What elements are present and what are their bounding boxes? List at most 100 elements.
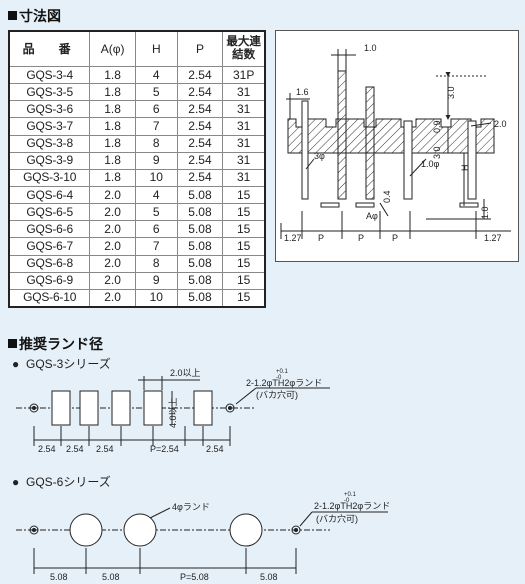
housing-body xyxy=(287,118,495,154)
pin-3 xyxy=(365,86,375,200)
dim-1-0-phi: 1.0φ xyxy=(421,159,440,169)
p-cell: 2.54 xyxy=(176,168,224,187)
dimension-drawing-svg: 1.0 1.6 3.0 2.0 0.9 3.0 3φ 1.0φ H 0.4 Aφ… xyxy=(280,43,511,243)
square-bullet-icon xyxy=(8,339,17,348)
gqs3-label-4-0: 4.0以上 xyxy=(168,397,178,428)
header-h: H xyxy=(134,30,178,67)
a-phi-cell: 1.8 xyxy=(89,134,136,153)
max-connection-cell: 15 xyxy=(222,271,266,290)
h-cell: 10 xyxy=(134,168,178,187)
h-cell: 8 xyxy=(134,254,178,273)
table-header-row: 品 番 A(φ) H P 最大連結数 xyxy=(8,30,266,67)
part-number-cell: GQS-3-10 xyxy=(8,168,91,187)
square-bullet-icon xyxy=(8,11,17,20)
max-connection-cell: 31P xyxy=(222,65,266,85)
p-cell: 2.54 xyxy=(176,83,224,102)
p-cell: 2.54 xyxy=(176,65,224,85)
gqs3-pitch-1: 2.54 xyxy=(38,444,56,454)
pin-5 xyxy=(467,120,477,200)
part-number-cell: GQS-3-7 xyxy=(8,117,91,136)
gqs6-tol-plus: +0.1 xyxy=(344,492,357,498)
dim-1-27-left: 1.27 xyxy=(284,233,302,243)
gqs6-drawing xyxy=(16,507,388,574)
part-number-cell: GQS-3-9 xyxy=(8,151,91,170)
dimension-drawing: 1.0 1.6 3.0 2.0 0.9 3.0 3φ 1.0φ H 0.4 Aφ… xyxy=(275,30,519,262)
h-cell: 4 xyxy=(134,65,178,85)
a-phi-cell: 1.8 xyxy=(89,83,136,102)
gqs3-land-4 xyxy=(143,390,163,426)
a-phi-cell: 1.8 xyxy=(89,65,136,85)
header-a-phi: A(φ) xyxy=(89,30,136,67)
drawing-labels: 1.0 1.6 3.0 2.0 0.9 3.0 3φ 1.0φ H 0.4 Aφ… xyxy=(284,43,507,243)
gqs6-land-label: 4φランド xyxy=(172,502,210,512)
max-connection-cell: 31 xyxy=(222,168,266,187)
p-cell: 2.54 xyxy=(176,134,224,153)
max-connection-cell: 31 xyxy=(222,117,266,136)
dim-h: H xyxy=(460,165,470,172)
land-section-title: 推奨ランド径 xyxy=(8,334,103,354)
dimension-section-title: 寸法図 xyxy=(8,6,61,26)
gqs6-group: ● GQS-6シリーズ xyxy=(12,474,111,489)
h-cell: 6 xyxy=(134,100,178,119)
part-number-cell: GQS-6-8 xyxy=(8,254,91,273)
gqs3-title: GQS-3シリーズ xyxy=(26,356,111,371)
p-cell: 5.08 xyxy=(176,271,224,290)
h-cell: 10 xyxy=(134,288,178,308)
part-number-cell: GQS-6-9 xyxy=(8,271,91,290)
gqs3-land-3 xyxy=(111,390,131,426)
a-phi-cell: 2.0 xyxy=(89,237,136,256)
part-number-cell: GQS-3-5 xyxy=(8,83,91,102)
h-cell: 5 xyxy=(134,83,178,102)
h-cell: 7 xyxy=(134,117,178,136)
gqs3-labels: 2.0以上 4.0以上 2-1.2φTH2φランド +0.1 -0 (バカ穴可)… xyxy=(38,368,322,454)
max-connection-cell: 31 xyxy=(222,83,266,102)
dim-1-6: 1.6 xyxy=(296,87,309,97)
gqs6-mount-hole-left xyxy=(29,525,39,535)
gqs6-title: GQS-6シリーズ xyxy=(26,474,111,489)
p-cell: 5.08 xyxy=(176,288,224,308)
gqs3-tol-plus: +0.1 xyxy=(276,369,289,375)
header-part-number: 品 番 xyxy=(8,30,91,67)
gqs3-bullet-icon: ● xyxy=(12,357,19,371)
pin-2 xyxy=(337,70,347,200)
dim-p-2: P xyxy=(358,233,364,243)
foot-1 xyxy=(320,202,340,208)
pin-1 xyxy=(301,100,309,200)
max-connection-cell: 31 xyxy=(222,100,266,119)
p-cell: 2.54 xyxy=(176,117,224,136)
part-number-cell: GQS-6-4 xyxy=(8,185,91,205)
max-connection-cell: 15 xyxy=(222,203,266,222)
h-cell: 7 xyxy=(134,237,178,256)
part-number-cell: GQS-6-6 xyxy=(8,220,91,239)
a-phi-cell: 2.0 xyxy=(89,254,136,273)
dim-0-9: 0.9 xyxy=(432,120,442,133)
drawing-lines xyxy=(280,49,511,239)
gqs6-pitch-1: 5.08 xyxy=(50,572,68,582)
header-max-connection-text: 最大連結数 xyxy=(226,36,261,61)
max-connection-cell: 15 xyxy=(222,185,266,205)
a-phi-cell: 2.0 xyxy=(89,203,136,222)
h-cell: 6 xyxy=(134,220,178,239)
part-number-cell: GQS-3-4 xyxy=(8,65,91,85)
gqs6-hole-label: 2-1.2φTH2φランド xyxy=(314,501,390,511)
h-cell: 9 xyxy=(134,151,178,170)
gqs6-pitch-2: 5.08 xyxy=(102,572,120,582)
dim-1-0-top: 1.0 xyxy=(364,43,377,53)
a-phi-cell: 1.8 xyxy=(89,100,136,119)
gqs3-land-1 xyxy=(51,390,71,426)
gqs3-tol-minus: -0 xyxy=(276,375,282,381)
a-phi-cell: 1.8 xyxy=(89,168,136,187)
gqs6-land-3 xyxy=(229,513,263,547)
dim-3-0-upper: 3.0 xyxy=(446,86,456,99)
max-connection-cell: 15 xyxy=(222,254,266,273)
h-cell: 8 xyxy=(134,134,178,153)
